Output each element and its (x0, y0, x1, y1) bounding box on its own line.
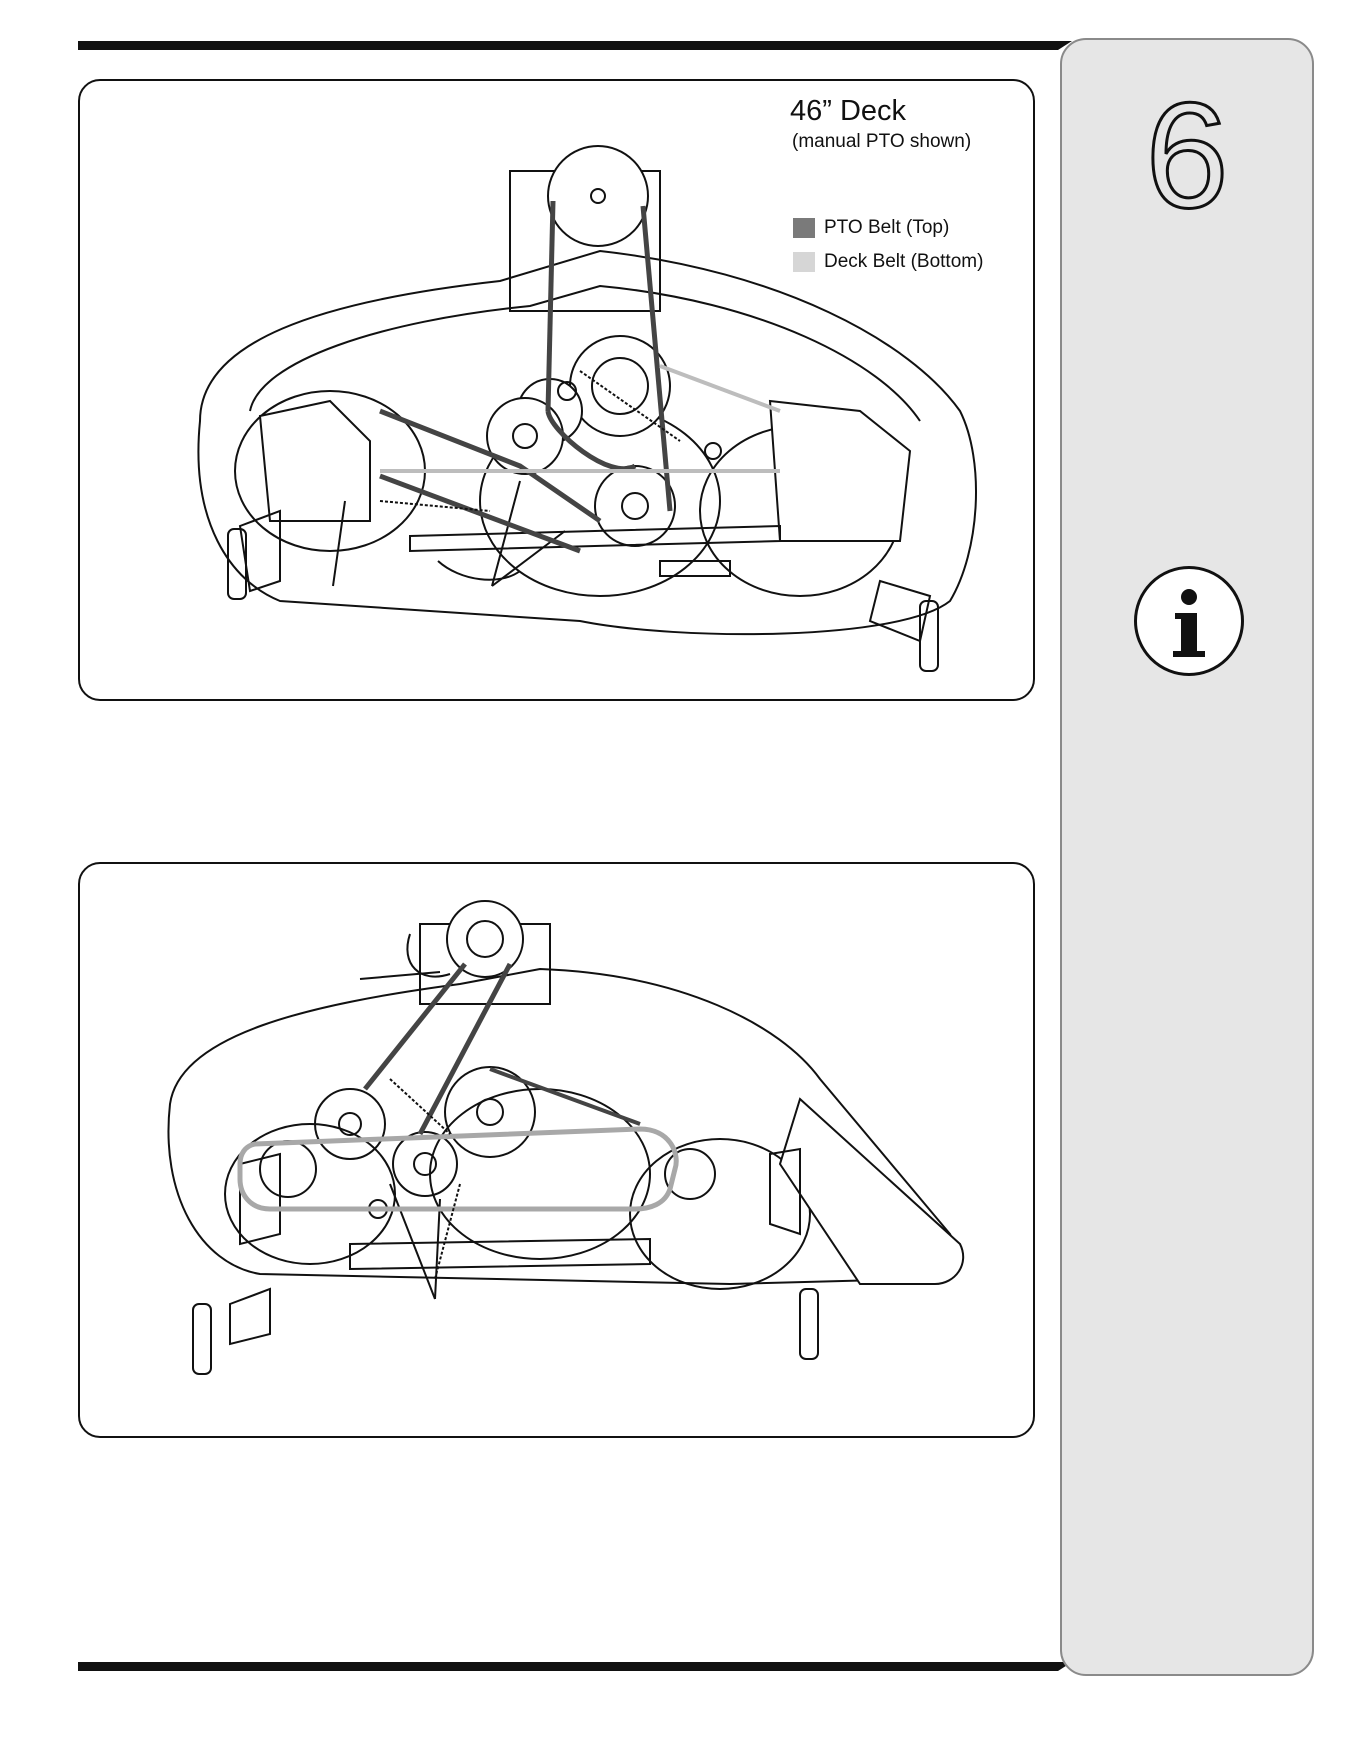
belt-legend: PTO Belt (Top) Deck Belt (Bottom) (793, 211, 983, 279)
deck-diagram-bottom (80, 864, 1035, 1438)
deck-subtitle: (manual PTO shown) (792, 131, 971, 153)
legend-label-pto: PTO Belt (Top) (824, 217, 949, 239)
legend-label-deck: Deck Belt (Bottom) (824, 251, 983, 273)
figure-deck-electric-pto (78, 862, 1035, 1438)
legend-item-deck-belt: Deck Belt (Bottom) (793, 245, 983, 279)
chapter-number: 6 (1062, 80, 1312, 230)
legend-item-pto-belt: PTO Belt (Top) (793, 211, 983, 245)
deck-diagram-top (80, 81, 1035, 701)
footer-rule (78, 1662, 1058, 1671)
chapter-sidebar: 6 (1060, 38, 1314, 1676)
deck-title: 46” Deck (790, 95, 906, 128)
legend-swatch-deck (793, 252, 815, 272)
figure-46-deck-manual-pto: 46” Deck (manual PTO shown) PTO Belt (To… (78, 79, 1035, 701)
info-icon (1134, 566, 1244, 676)
header-rule (78, 41, 1058, 50)
legend-swatch-pto (793, 218, 815, 238)
